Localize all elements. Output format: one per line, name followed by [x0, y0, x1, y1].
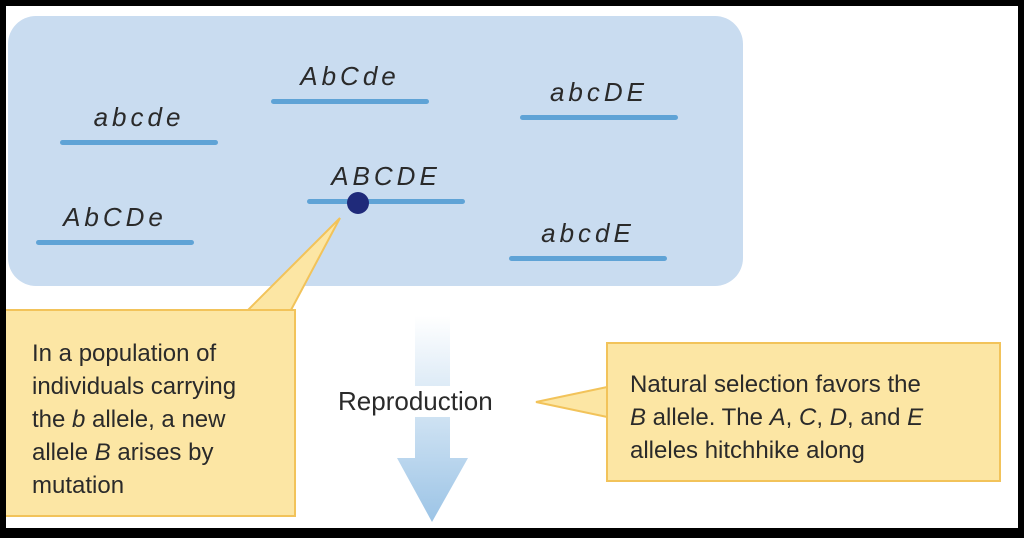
right-callout-text: allele. The	[646, 404, 770, 431]
chromosome-label: AbCde	[300, 61, 400, 91]
chromosome-AbCDe: AbCDe	[36, 202, 194, 246]
chromosome-line	[520, 115, 678, 120]
chromosome-label: ABCDE	[331, 161, 441, 191]
right-callout-text: ,	[816, 404, 830, 431]
chromosome-abcde: abcde	[60, 102, 218, 146]
diagram-canvas: abcde AbCde abcDE ABCDE AbCDe abcdE	[6, 6, 1018, 528]
allele-symbol: C	[799, 404, 817, 431]
allele-symbol: D	[829, 404, 848, 431]
chromosome-label: AbCDe	[63, 202, 167, 232]
chromosome-AbCde: AbCde	[271, 61, 429, 105]
left-callout-text: allele	[32, 439, 95, 466]
chromosome-line	[60, 140, 218, 145]
chromosome-label: abcdE	[541, 218, 635, 248]
right-callout-text: ,	[785, 404, 800, 431]
right-callout-line: alleles hitchhike along	[630, 437, 865, 464]
chromosome-label: abcDE	[549, 77, 649, 107]
right-callout: Natural selection favors the B allele. T…	[606, 342, 1001, 482]
left-callout-line: In a population of	[32, 340, 217, 367]
mutation-dot	[347, 192, 369, 214]
chromosome-ABCDE: ABCDE	[307, 161, 465, 205]
chromosome-line	[36, 240, 194, 245]
chromosome-line	[509, 256, 667, 261]
reproduction-arrow-icon	[397, 316, 468, 522]
left-callout-line: individuals carrying	[32, 373, 237, 400]
right-callout-text: , and	[847, 404, 908, 431]
left-callout-text: the	[32, 406, 73, 433]
left-callout-line: mutation	[32, 472, 125, 499]
chromosome-abcDE: abcDE	[520, 77, 678, 121]
left-callout-text: allele, a new	[85, 406, 226, 433]
chromosome-line	[307, 199, 465, 204]
allele-symbol: A	[769, 404, 786, 431]
chromosome-label: abcde	[93, 102, 185, 132]
allele-symbol: b	[72, 406, 86, 433]
left-callout: In a population of individuals carrying …	[6, 309, 296, 517]
left-callout-text: arises by	[110, 439, 214, 466]
allele-symbol: B	[94, 439, 111, 466]
right-callout-line: Natural selection favors the	[630, 371, 921, 398]
chromosome-abcdE: abcdE	[509, 218, 667, 262]
chromosome-line	[271, 99, 429, 104]
allele-symbol: B	[630, 404, 647, 431]
reproduction-label: Reproduction	[336, 386, 495, 417]
right-callout-pointer	[535, 384, 613, 420]
allele-symbol: E	[907, 404, 924, 431]
left-callout-pointer	[245, 217, 341, 311]
